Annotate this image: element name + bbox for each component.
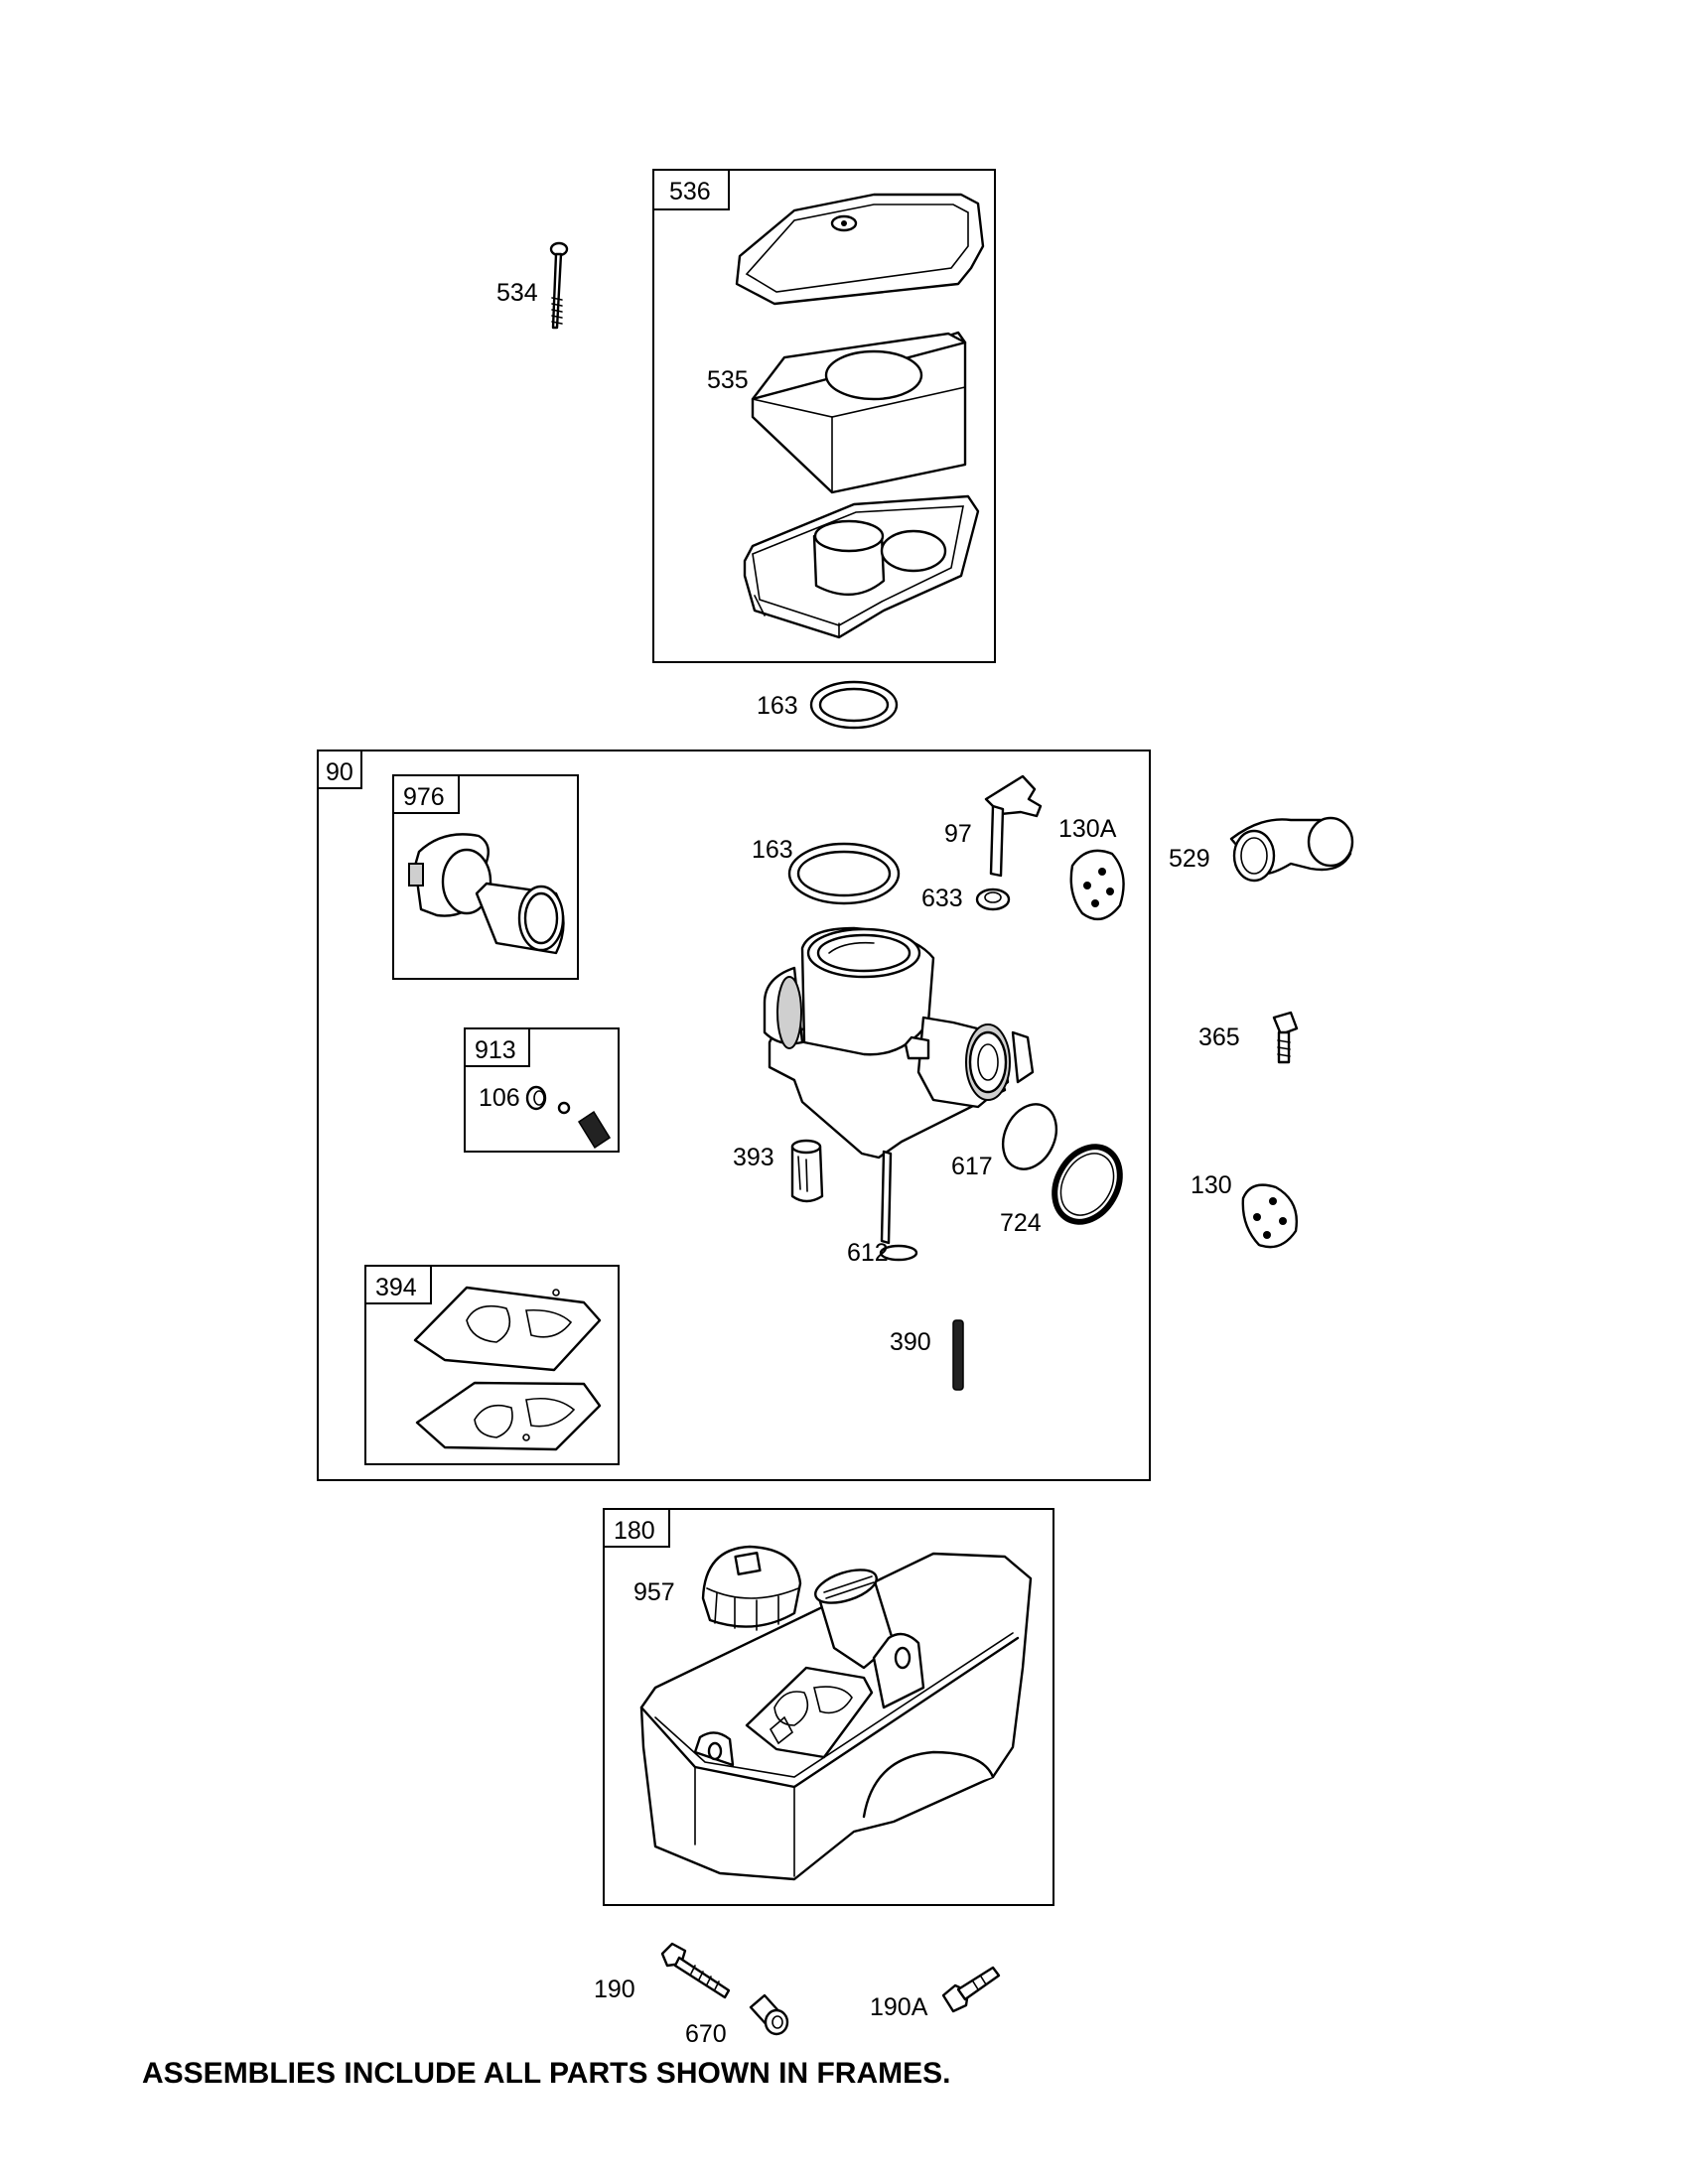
ring-724: 724 — [1000, 1144, 1123, 1237]
frame-536-air-cleaner: 536 — [652, 169, 996, 663]
frame-180-tag: 180 — [614, 1517, 655, 1545]
choke-shaft-97: 97 — [944, 774, 1043, 878]
bolt-190A: 190A — [870, 1966, 1001, 2021]
seal-633: 633 — [921, 885, 1011, 912]
label-106: 106 — [479, 1084, 520, 1112]
gasket-163-top: 163 — [757, 680, 899, 730]
welch-plug-130A: 130A — [1058, 815, 1125, 921]
label-633: 633 — [921, 885, 963, 912]
air-cleaner-base — [743, 494, 980, 639]
frame-913-tag: 913 — [475, 1036, 516, 1064]
welch-plug-130: 130 — [1191, 1171, 1298, 1249]
frame-90-carburetor: 90 976 913 106 394 — [317, 750, 1151, 1481]
label-163-top: 163 — [757, 692, 798, 720]
frame-536-tag: 536 — [669, 178, 711, 205]
carburetor-body — [763, 926, 1035, 1262]
part-393: 393 — [733, 1139, 824, 1203]
label-612: 612 — [847, 1239, 889, 1267]
assemblies-note: ASSEMBLIES INCLUDE ALL PARTS SHOWN IN FR… — [142, 2057, 951, 2090]
label-957: 957 — [633, 1578, 675, 1606]
label-130A: 130A — [1058, 815, 1117, 843]
bolt-190: 190 — [594, 1942, 731, 2003]
label-190: 190 — [594, 1976, 635, 2003]
fuel-cap-957: 957 — [633, 1545, 802, 1631]
frame-394-tag: 394 — [375, 1274, 417, 1301]
label-130: 130 — [1191, 1171, 1232, 1199]
spring-390: 390 — [890, 1319, 964, 1391]
frame-394: 394 — [364, 1265, 620, 1465]
o-ring-617: 617 — [951, 1103, 1058, 1180]
elbow-529: 529 — [1169, 816, 1354, 883]
frame-913: 913 106 — [464, 1027, 620, 1153]
label-97: 97 — [944, 820, 972, 848]
label-529: 529 — [1169, 845, 1210, 873]
label-393: 393 — [733, 1144, 774, 1171]
frame-976: 976 — [392, 774, 579, 980]
label-535: 535 — [707, 366, 749, 394]
label-617: 617 — [951, 1153, 993, 1180]
label-534: 534 — [496, 279, 538, 307]
label-163-carb: 163 — [752, 836, 793, 864]
label-390: 390 — [890, 1328, 931, 1356]
frame-976-tag: 976 — [403, 783, 445, 811]
air-filter-element — [751, 331, 967, 494]
screw-365: 365 — [1198, 1011, 1299, 1064]
fuel-tank-body — [639, 1552, 1033, 1881]
gasket-163-carb: 163 — [752, 836, 901, 905]
label-724: 724 — [1000, 1209, 1042, 1237]
label-670: 670 — [685, 2020, 727, 2048]
bolt-534: 534 — [496, 241, 569, 330]
air-cleaner-cover — [735, 193, 985, 306]
frame-180-fuel-tank: 180 957 — [603, 1508, 1054, 1906]
spacer-670: 670 — [685, 1993, 789, 2048]
label-190A: 190A — [870, 1993, 928, 2021]
label-365: 365 — [1198, 1024, 1240, 1051]
frame-90-tag: 90 — [326, 758, 353, 786]
